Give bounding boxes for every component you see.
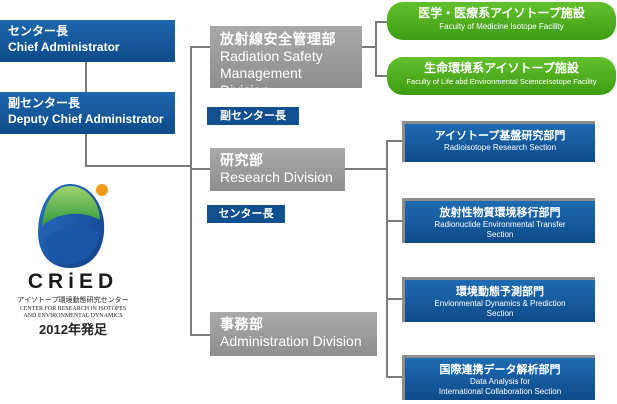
connector-to-section-3 — [386, 298, 402, 300]
deputy-title-jp: 副センター長 — [8, 96, 81, 110]
connector-to-section-4 — [386, 376, 402, 378]
logo-name-en-line2: AND ENVIRONMENTAL DYNAMICS — [23, 313, 123, 319]
facility-life-environmental-isotope: 生命環境系アイソトープ施設 Faculty of Life abd Enviro… — [387, 57, 616, 95]
logo-wordmark: CRiED — [27, 270, 119, 293]
connector-section-trunk — [386, 140, 388, 377]
chief-title-jp: センター長 — [8, 24, 69, 38]
research-division-en: Research Division — [220, 169, 333, 185]
section-4-en-line2: International Collaboration Section — [438, 387, 562, 396]
research-division-chief-tag: センター長 — [207, 205, 285, 223]
connector-deputy-to-trunk — [85, 134, 87, 166]
admin-division-jp: 事務部 — [220, 316, 264, 332]
radiation-division-jp: 放射線安全管理部 — [220, 31, 336, 47]
deputy-title-en: Deputy Chief Administrator — [8, 112, 164, 126]
facility-life-en: Faculty of Life abd Environmental Scienc… — [406, 77, 597, 86]
section-1-en-line1: Radioisotope Research Section — [443, 143, 557, 152]
radiation-safety-division-box: 放射線安全管理部 Radiation Safety Management Div… — [210, 26, 362, 98]
section-radionuclide-transfer: 放射性物質環境移行部門 Radionuclide Environmental T… — [402, 198, 595, 243]
connector-to-radiation — [190, 46, 210, 48]
connector-to-research — [190, 168, 210, 170]
connector-to-section-1 — [386, 140, 402, 142]
section-radioisotope-research: アイソトープ基盤研究部門 Radioisotope Research Secti… — [402, 121, 595, 162]
connector-main-trunk — [190, 46, 192, 336]
chief-title-en: Chief Administrator — [8, 40, 120, 54]
section-2-en-line1: Radionuclide Environmental Transfer — [434, 220, 566, 229]
research-division-box: 研究部 Research Division — [210, 148, 345, 191]
facility-medicine-isotope: 医学・医療系アイソトープ施設 Faculty of Medicine Isoto… — [387, 2, 616, 40]
cried-logo-mark — [38, 184, 108, 268]
deputy-chief-administrator-box: 副センター長 Deputy Chief Administrator — [0, 92, 175, 134]
section-2-en-line2: Section — [486, 230, 514, 239]
connector-to-admin — [190, 334, 210, 336]
logo-name-jp: アイソトープ環境動態研究センター — [17, 297, 129, 304]
radiation-division-en-line1: Radiation Safety — [220, 48, 323, 64]
administration-division-box: 事務部 Administration Division — [210, 312, 377, 356]
research-division-jp: 研究部 — [220, 152, 264, 168]
facility-medicine-jp: 医学・医療系アイソトープ施設 — [418, 6, 585, 20]
connector-to-section-2 — [386, 220, 402, 222]
connector-radiation-out — [361, 46, 377, 48]
admin-division-en: Administration Division — [220, 333, 362, 349]
section-3-en-line2: Section — [486, 309, 514, 318]
connector-to-facility-1 — [375, 21, 387, 23]
section-3-en-line1: Envionmental Dynamics & Prediction — [434, 299, 566, 308]
radiation-division-en-line2: Management Division — [220, 65, 302, 98]
facility-medicine-en: Faculty of Medicine Isotope Facility — [439, 22, 564, 31]
connector-left-trunk-horizontal — [85, 165, 192, 167]
connector-chief-to-deputy — [85, 62, 87, 92]
connector-facility-trunk — [375, 21, 377, 76]
radiation-division-deputy-tag: 副センター長 — [207, 107, 299, 125]
section-3-jp: 環境動態予測部門 — [456, 286, 544, 298]
section-international-data-analysis: 国際連携データ解析部門 Data Analysis for Internatio… — [402, 355, 595, 400]
connector-research-out — [345, 168, 388, 170]
chief-administrator-box: センター長 Chief Administrator — [0, 20, 175, 62]
founded-year: 2012年発足 — [39, 322, 107, 337]
logo-name-en-line1: CENTER FOR RESEARCH IN ISOTOPES — [19, 306, 127, 312]
section-1-jp: アイソトープ基盤研究部門 — [434, 130, 566, 142]
section-2-jp: 放射性物質環境移行部門 — [439, 207, 561, 219]
section-environmental-dynamics: 環境動態予測部門 Envionmental Dynamics & Predict… — [402, 277, 595, 322]
section-4-en-line1: Data Analysis for — [469, 377, 531, 386]
connector-to-facility-2 — [375, 75, 387, 77]
facility-life-jp: 生命環境系アイソトープ施設 — [424, 61, 579, 75]
section-4-jp: 国際連携データ解析部門 — [439, 364, 561, 376]
